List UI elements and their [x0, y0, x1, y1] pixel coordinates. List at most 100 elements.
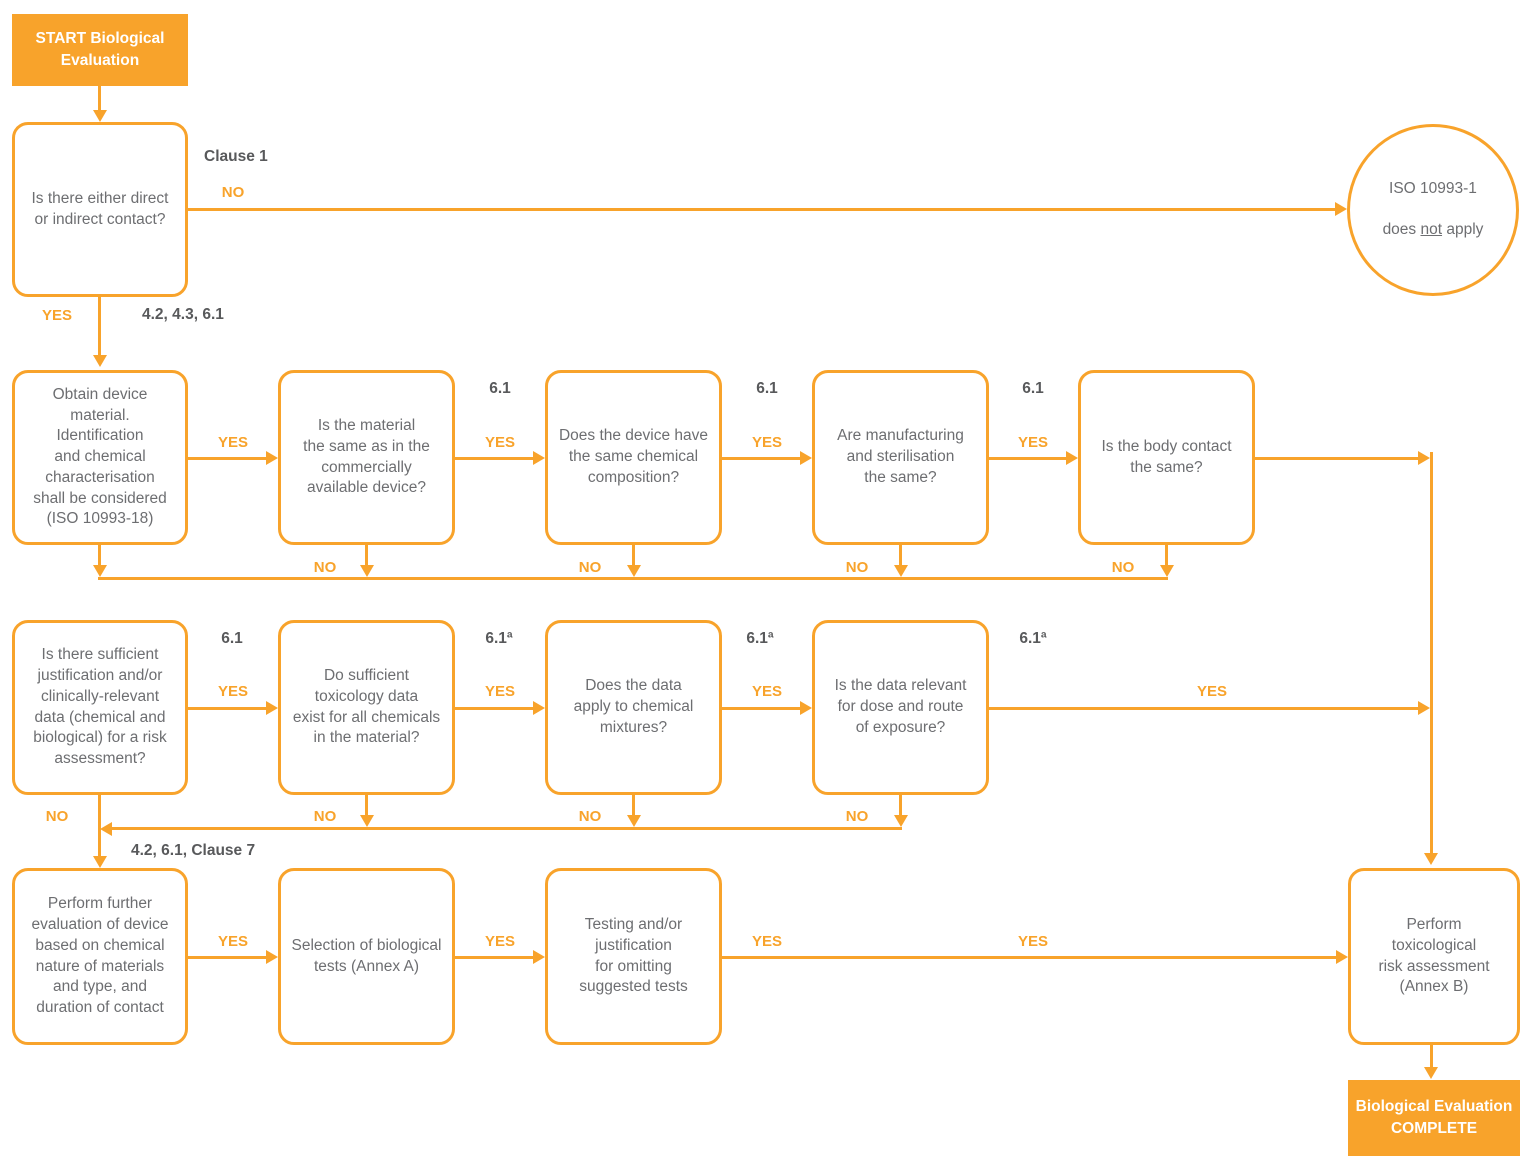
connector-furthereval-yes [188, 956, 266, 959]
arrowhead-composition-yes [800, 451, 812, 465]
label-ref-further: 4.2, 6.1, Clause 7 [131, 842, 256, 859]
arrowhead-toxdata-yes [533, 701, 545, 715]
connector-composition-yes [722, 457, 800, 460]
label-ref-61-material: 6.1 [489, 380, 511, 397]
connector-contact-no-to-circle [188, 208, 1335, 211]
label-yes-furthereval: YES [217, 933, 248, 950]
connector-justification-yes [188, 707, 266, 710]
connector-right-trunk [1430, 452, 1433, 855]
node-manufacturing-sterilisation: Are manufacturing and sterilisation the … [812, 370, 989, 545]
label-yes-selection: YES [484, 933, 515, 950]
connector-justification-no-down [98, 795, 101, 858]
arrowhead-justification-yes [266, 701, 278, 715]
iso-not-apply-line1: ISO 10993-1 [1389, 179, 1477, 197]
arrowhead-start-to-contact [93, 110, 107, 122]
node-body-contact: Is the body contact the same? [1078, 370, 1255, 545]
label-no-composition: NO [578, 559, 602, 576]
label-yes-testing-1: YES [751, 933, 782, 950]
node-obtain-material: Obtain device material. Identification a… [12, 370, 188, 545]
label-no-contact: NO [221, 184, 245, 201]
arrowhead-mixtures-yes [800, 701, 812, 715]
label-yes-toxdata: YES [484, 683, 515, 700]
connector-obtain-down [98, 545, 101, 567]
node-toxicology-data: Do sufficient toxicology data exist for … [278, 620, 455, 795]
connector-testing-yes [722, 956, 1336, 959]
label-yes-manufacturing: YES [1017, 434, 1048, 451]
label-yes-mixtures: YES [751, 683, 782, 700]
label-ref-61a-toxdata: 6.1ª [485, 630, 513, 647]
arrowhead-bodycontact-no [1160, 565, 1174, 577]
arrowhead-composition-no [627, 565, 641, 577]
connector-start-to-contact [98, 86, 101, 112]
node-dose-route: Is the data relevant for dose and route … [812, 620, 989, 795]
label-no-doseroute: NO [845, 808, 869, 825]
node-material-same: Is the material the same as in the comme… [278, 370, 455, 545]
connector-material-no [365, 545, 368, 567]
connector-doseroute-no [899, 795, 902, 817]
label-yes-testing-2: YES [1017, 933, 1048, 950]
node-complete: Biological Evaluation COMPLETE [1348, 1080, 1520, 1156]
arrowhead-right-trunk-to-risk [1424, 853, 1438, 865]
connector-mixtures-yes [722, 707, 800, 710]
label-ref-61a-mixtures: 6.1ª [746, 630, 774, 647]
arrowhead-doseroute-yes [1418, 701, 1430, 715]
label-no-manufacturing: NO [845, 559, 869, 576]
arrowhead-testing-yes [1336, 950, 1348, 964]
connector-material-yes [455, 457, 533, 460]
node-start: START Biological Evaluation [12, 14, 188, 86]
arrowhead-row3-collector-left [100, 822, 112, 836]
connector-selection-yes [455, 956, 533, 959]
label-yes-contact: YES [41, 307, 72, 324]
label-ref-61-justification: 6.1 [221, 630, 243, 647]
arrowhead-mixtures-no [627, 815, 641, 827]
label-no-justification: NO [45, 808, 69, 825]
arrowhead-manufacturing-no [894, 565, 908, 577]
label-yes-obtain: YES [217, 434, 248, 451]
label-yes-composition: YES [751, 434, 782, 451]
arrowhead-justification-no-down [93, 856, 107, 868]
connector-row3-no-collector [112, 827, 902, 830]
arrowhead-doseroute-no [894, 815, 908, 827]
arrowhead-furthereval-yes [266, 950, 278, 964]
arrowhead-obtain-yes [266, 451, 278, 465]
arrowhead-bodycontact-yes [1418, 451, 1430, 465]
connector-obtain-yes [188, 457, 266, 460]
node-sufficient-justification: Is there sufficient justification and/or… [12, 620, 188, 795]
connector-doseroute-yes [988, 707, 1418, 710]
connector-mixtures-no [632, 795, 635, 817]
label-no-bodycontact: NO [1111, 559, 1135, 576]
node-toxicological-risk: Perform toxicological risk assessment (A… [1348, 868, 1520, 1045]
arrowhead-contact-no-to-circle [1335, 202, 1347, 216]
arrowhead-contact-yes-down [93, 355, 107, 367]
arrowhead-material-no [360, 565, 374, 577]
label-clause-1: Clause 1 [204, 148, 268, 165]
label-ref-61-composition: 6.1 [756, 380, 778, 397]
node-further-evaluation: Perform further evaluation of device bas… [12, 868, 188, 1045]
node-biological-tests: Selection of biological tests (Annex A) [278, 868, 455, 1045]
label-yes-doseroute: YES [1196, 683, 1227, 700]
node-direct-indirect-contact: Is there either direct or indirect conta… [12, 122, 188, 297]
node-chemical-composition: Does the device have the same chemical c… [545, 370, 722, 545]
connector-composition-no [632, 545, 635, 567]
arrowhead-manufacturing-yes [1066, 451, 1078, 465]
label-yes-material: YES [484, 434, 515, 451]
connector-manufacturing-no [899, 545, 902, 567]
arrowhead-risk-to-complete [1424, 1067, 1438, 1079]
node-iso-not-apply: ISO 10993-1 does not apply [1347, 124, 1519, 296]
label-ref-start: 4.2, 4.3, 6.1 [142, 306, 224, 323]
arrowhead-material-yes [533, 451, 545, 465]
connector-risk-to-complete [1430, 1045, 1433, 1069]
node-chemical-mixtures: Does the data apply to chemical mixtures… [545, 620, 722, 795]
label-no-material: NO [313, 559, 337, 576]
arrowhead-selection-yes [533, 950, 545, 964]
arrowhead-obtain-down [93, 565, 107, 577]
arrowhead-toxdata-no [360, 815, 374, 827]
label-ref-61-manufacturing: 6.1 [1022, 380, 1044, 397]
connector-manufacturing-yes [988, 457, 1066, 460]
label-no-mixtures: NO [578, 808, 602, 825]
label-yes-justification: YES [217, 683, 248, 700]
label-ref-61a-doseroute: 6.1ª [1019, 630, 1047, 647]
label-no-toxdata: NO [313, 808, 337, 825]
connector-toxdata-no [365, 795, 368, 817]
